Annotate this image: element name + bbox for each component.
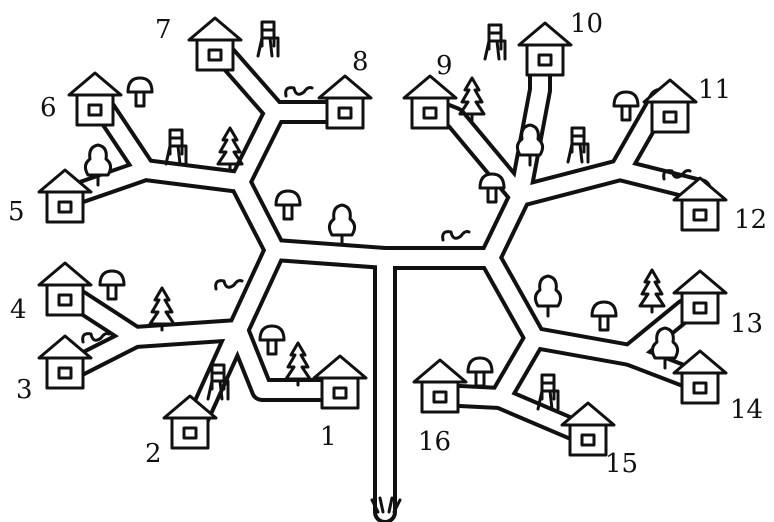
house-4: [37, 261, 93, 317]
bird-icon: [284, 86, 314, 98]
house-label-3: 3: [16, 375, 33, 405]
house-11: [642, 78, 698, 134]
mushroom-icon: [258, 324, 286, 356]
chair-icon: [566, 126, 590, 164]
house-label-4: 4: [10, 295, 27, 325]
house-label-5: 5: [8, 197, 25, 227]
house-7: [187, 16, 243, 72]
bird-icon: [214, 279, 244, 291]
chair-icon: [483, 23, 507, 61]
house-label-16: 16: [418, 427, 451, 457]
house-label-2: 2: [145, 439, 162, 469]
house-6: [67, 71, 123, 127]
house-label-13: 13: [730, 309, 763, 339]
house-16: [412, 358, 468, 414]
house-15: [560, 401, 616, 457]
house-label-10: 10: [570, 9, 603, 39]
fir-tree-icon: [638, 268, 666, 314]
chair-icon: [256, 20, 280, 58]
house-10: [517, 21, 573, 77]
mushroom-icon: [612, 90, 640, 122]
bush-icon: [533, 274, 563, 318]
house-label-12: 12: [734, 205, 767, 235]
mushroom-icon: [98, 269, 126, 301]
house-label-6: 6: [40, 93, 57, 123]
house-label-8: 8: [352, 47, 369, 77]
fir-tree-icon: [284, 341, 312, 387]
road-network: [58, 43, 712, 522]
house-8: [317, 74, 373, 130]
bush-icon: [327, 203, 357, 247]
house-1: [312, 354, 368, 410]
mushroom-icon: [274, 189, 302, 221]
house-13: [672, 269, 728, 325]
house-label-15: 15: [605, 449, 638, 479]
fir-tree-icon: [148, 286, 176, 332]
house-label-7: 7: [155, 15, 172, 45]
house-3: [37, 334, 93, 390]
grass-icon: [370, 496, 402, 514]
house-label-9: 9: [436, 51, 453, 81]
mushroom-icon: [466, 356, 494, 388]
fir-tree-icon: [458, 76, 486, 122]
chair-icon: [164, 128, 188, 166]
mushroom-icon: [590, 300, 618, 332]
house-label-11: 11: [698, 75, 731, 105]
mushroom-icon: [478, 172, 506, 204]
fir-tree-icon: [216, 126, 244, 172]
house-label-1: 1: [320, 422, 337, 452]
house-label-14: 14: [730, 395, 763, 425]
bird-icon: [441, 230, 471, 242]
mushroom-icon: [126, 76, 154, 108]
house-9: [402, 74, 458, 130]
house-14: [672, 349, 728, 405]
house-5: [37, 168, 93, 224]
